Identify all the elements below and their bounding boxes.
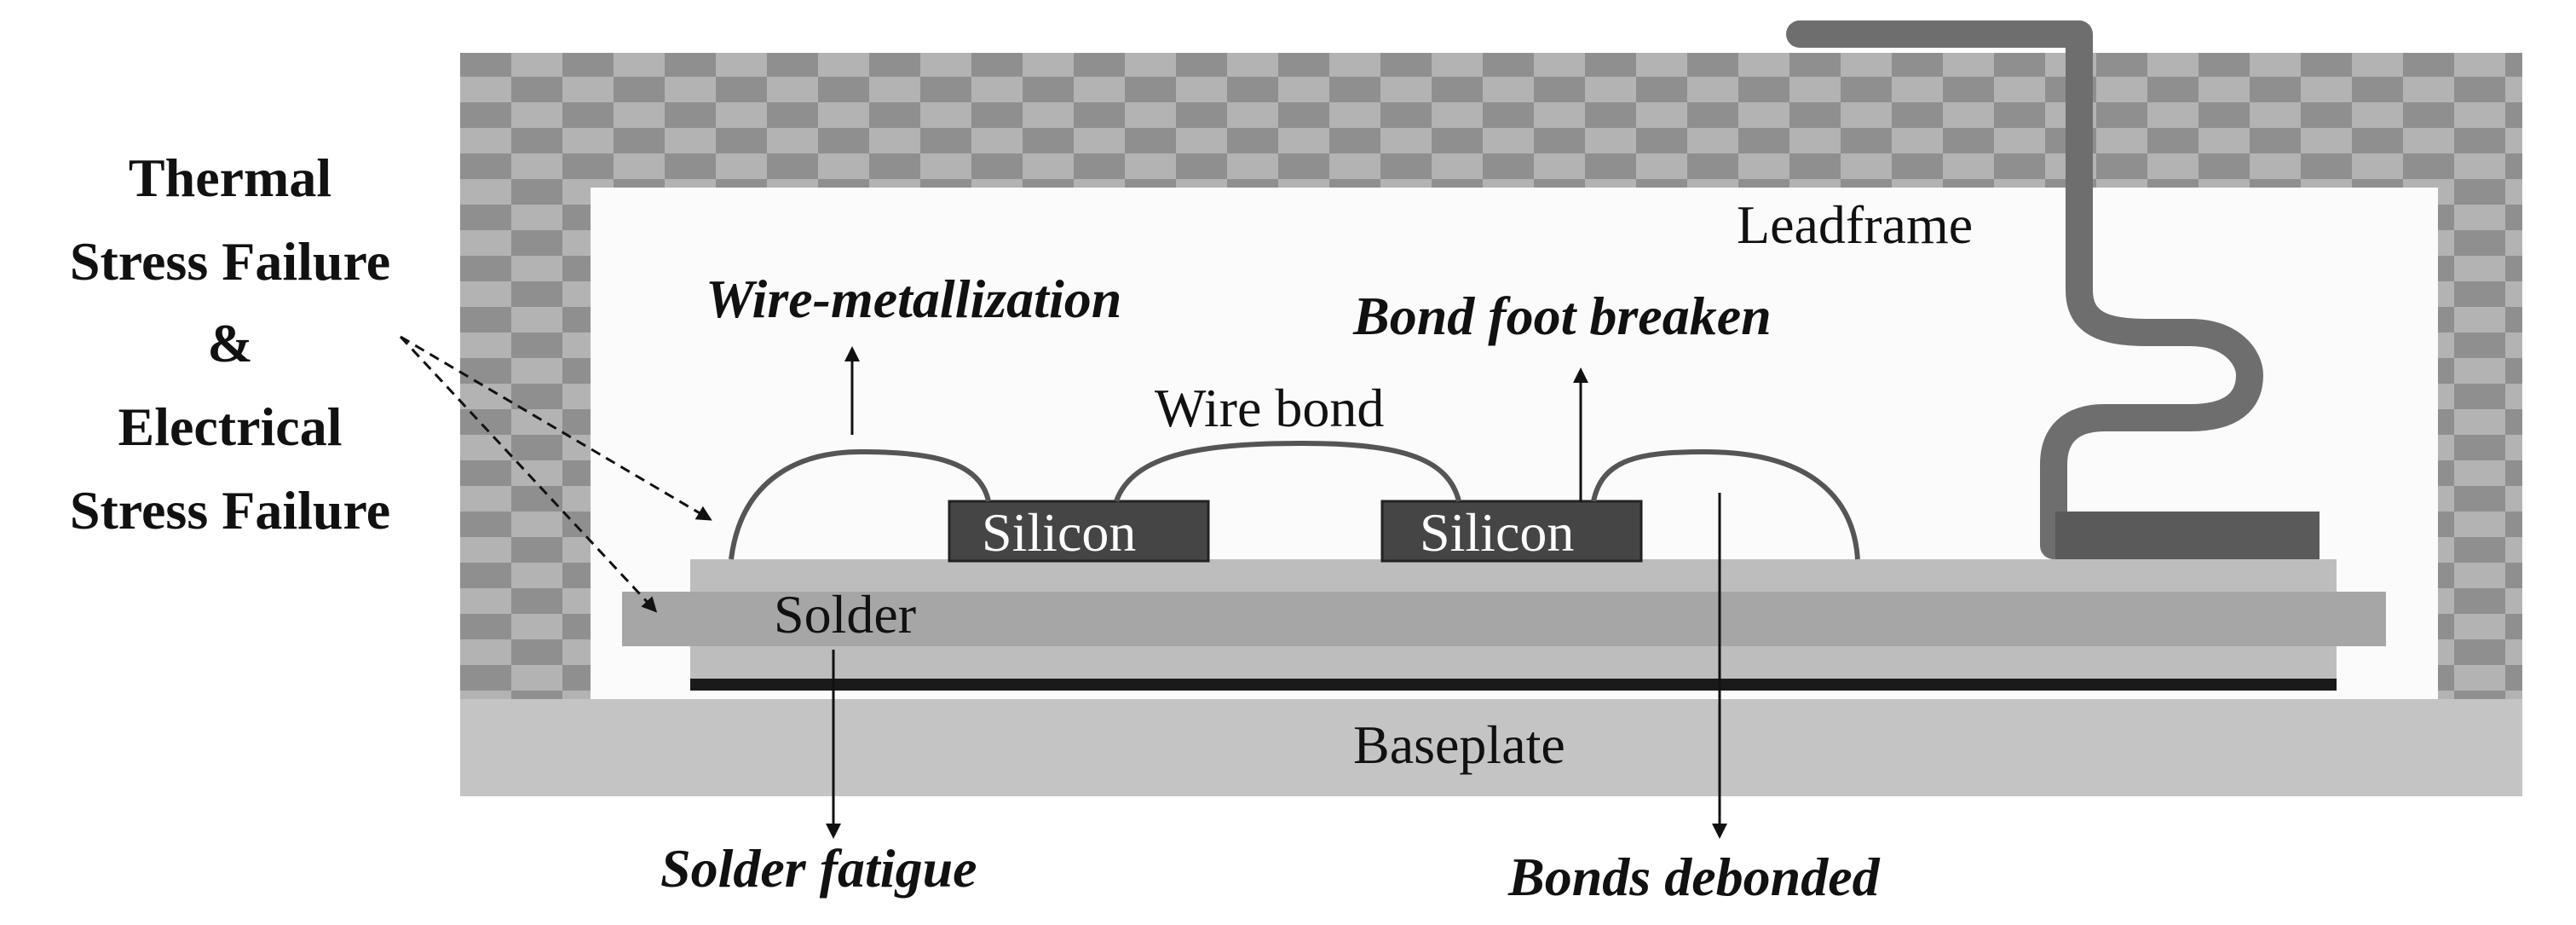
baseplate [460,699,2522,796]
wire-metallization-label: Wire-metallization [706,269,1121,329]
svg-text:Stress Failure: Stress Failure [70,480,390,541]
wire-bonds [729,440,1860,560]
silicon-die-right [1380,500,1643,563]
bond-foot-label: Bond foot breaken [1352,286,1772,346]
silicon-die-left [948,500,1210,563]
svg-text:Thermal: Thermal [129,147,331,208]
solder-label: Solder [774,584,916,645]
solder-layer-line [690,679,2337,691]
baseplate-label: Baseplate [1353,714,1565,775]
bonds-debonded-label: Bonds debonded [1507,847,1881,907]
substrate-top-layer [690,559,2337,592]
substrate-ceramic [622,592,2386,646]
wire-bond-label: Wire bond [1155,378,1384,438]
silicon-left-label: Silicon [982,502,1136,563]
svg-text:&: & [207,313,252,373]
stress-pointer-arrows [399,335,712,613]
failure-category-title: Thermal Stress Failure & Electrical Stre… [70,147,390,541]
silicon-right-label: Silicon [1420,502,1574,563]
svg-text:Electrical: Electrical [118,396,343,457]
substrate-bottom-layer [690,646,2337,679]
failure-arrows [826,346,1727,839]
svg-text:Stress Failure: Stress Failure [70,231,390,292]
solder-fatigue-label: Solder fatigue [660,838,977,899]
leadframe-terminal [1786,20,2320,561]
leadframe-label: Leadframe [1737,194,1973,255]
